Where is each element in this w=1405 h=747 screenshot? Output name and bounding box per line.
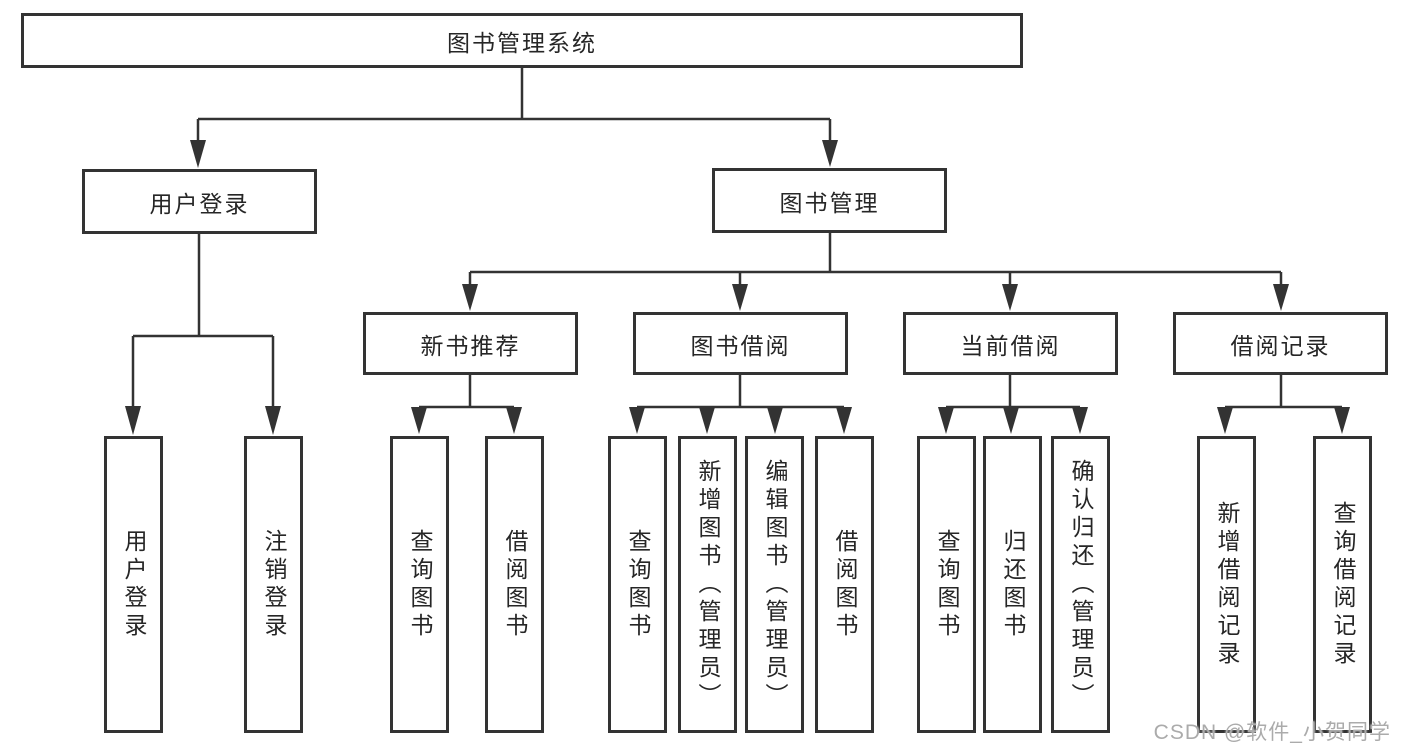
leaf-user-login-label: 用户登录 [121,528,147,641]
connector-book-manage-to-modules [462,233,1289,311]
leaf-confirm-return-admin: 确认归还（管理员） [1051,436,1110,733]
node-book-management: 图书管理 [712,168,947,233]
node-new-book-recommend: 新书推荐 [363,312,578,375]
node-book-borrow: 图书借阅 [633,312,848,375]
leaf-user-login: 用户登录 [104,436,163,733]
node-current-borrow: 当前借阅 [903,312,1118,375]
leaf-borrow-query-books: 查询图书 [608,436,667,733]
leaf-current-query-books-label: 查询图书 [934,528,960,641]
leaf-logout: 注销登录 [244,436,303,733]
leaf-current-query-books: 查询图书 [917,436,976,733]
leaf-return-book: 归还图书 [983,436,1042,733]
leaf-add-book-admin-label: 新增图书（管理员） [695,458,721,711]
leaf-recommend-borrow-books: 借阅图书 [485,436,544,733]
connector-user-login-to-leaves [125,234,281,435]
connector-current-to-leaves [938,375,1088,434]
leaf-edit-book-admin-label: 编辑图书（管理员） [762,458,788,711]
leaf-recommend-query-books: 查询图书 [390,436,449,733]
connector-borrow-to-leaves [629,375,852,434]
leaf-recommend-query-books-label: 查询图书 [407,528,433,641]
watermark: CSDN @软件_小贺同学 [1153,721,1391,744]
leaf-query-borrow-record-label: 查询借阅记录 [1330,500,1356,669]
leaf-edit-book-admin: 编辑图书（管理员） [745,436,804,733]
leaf-add-borrow-record: 新增借阅记录 [1197,436,1256,733]
leaf-borrow-query-books-label: 查询图书 [625,528,651,641]
connector-record-to-leaves [1217,375,1350,434]
node-user-login: 用户登录 [82,169,317,234]
leaf-confirm-return-admin-label: 确认归还（管理员） [1068,458,1094,711]
node-borrow-record: 借阅记录 [1173,312,1388,375]
leaf-add-borrow-record-label: 新增借阅记录 [1214,500,1240,669]
leaf-borrow-books-label: 借阅图书 [832,528,858,641]
leaf-recommend-borrow-books-label: 借阅图书 [502,528,528,641]
leaf-add-book-admin: 新增图书（管理员） [678,436,737,733]
leaf-query-borrow-record: 查询借阅记录 [1313,436,1372,733]
leaf-return-book-label: 归还图书 [1000,528,1026,641]
connector-recommend-to-leaves [411,375,522,434]
leaf-logout-label: 注销登录 [261,528,287,641]
leaf-borrow-books: 借阅图书 [815,436,874,733]
node-root-system: 图书管理系统 [21,13,1023,68]
connector-root-to-level2 [190,68,838,168]
